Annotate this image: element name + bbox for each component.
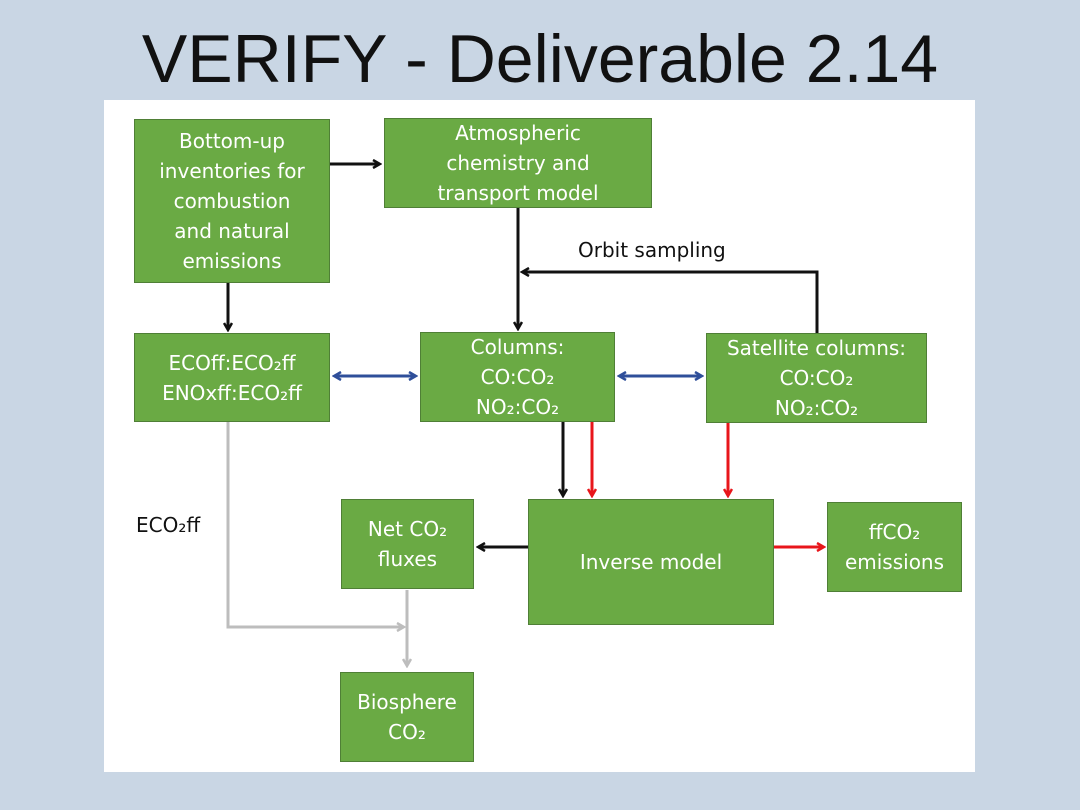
arrow-orbit-sampling — [522, 272, 819, 333]
node-inverse-text: Inverse model — [579, 550, 723, 574]
node-bottom-up-inventories: Bottom-up inventories for combustion and… — [134, 119, 330, 283]
node-ffco2-emissions: ffCO₂ emissions — [827, 502, 962, 592]
label-eco2ff: ECO₂ff — [136, 513, 201, 537]
node-columns: Columns: CO:CO₂ NO₂:CO₂ — [420, 332, 615, 422]
node-satellite-columns: Satellite columns: CO:CO₂ NO₂:CO₂ — [706, 333, 927, 423]
node-biosphere-text: Biosphere CO₂ — [357, 690, 457, 744]
node-satellite-text: Satellite columns: CO:CO₂ NO₂:CO₂ — [726, 336, 907, 420]
node-ffco2-text: ffCO₂ emissions — [844, 520, 945, 574]
arrow-eco2ff-to-biosphere — [226, 422, 404, 627]
node-biosphere-co2: Biosphere CO₂ — [340, 672, 474, 762]
node-bottom-up-text: Bottom-up inventories for combustion and… — [159, 129, 305, 273]
diagram-canvas: Bottom-up inventories for combustion and… — [104, 100, 975, 772]
node-inverse-model: Inverse model — [528, 499, 774, 625]
slide-title: VERIFY - Deliverable 2.14 — [141, 21, 939, 97]
arrow-layer — [104, 100, 975, 772]
node-atmospheric-model: Atmospheric chemistry and transport mode… — [384, 118, 652, 208]
node-net-co2-fluxes: Net CO₂ fluxes — [341, 499, 474, 589]
label-orbit-sampling: Orbit sampling — [578, 238, 726, 262]
node-net-co2-text: Net CO₂ fluxes — [367, 517, 448, 571]
node-ratios-text: ECOff:ECO₂ff ENOxff:ECO₂ff — [162, 350, 302, 405]
node-columns-text: Columns: CO:CO₂ NO₂:CO₂ — [470, 335, 565, 419]
node-atmospheric-text: Atmospheric chemistry and transport mode… — [437, 121, 599, 205]
node-emission-ratios: ECOff:ECO₂ff ENOxff:ECO₂ff — [134, 333, 330, 422]
